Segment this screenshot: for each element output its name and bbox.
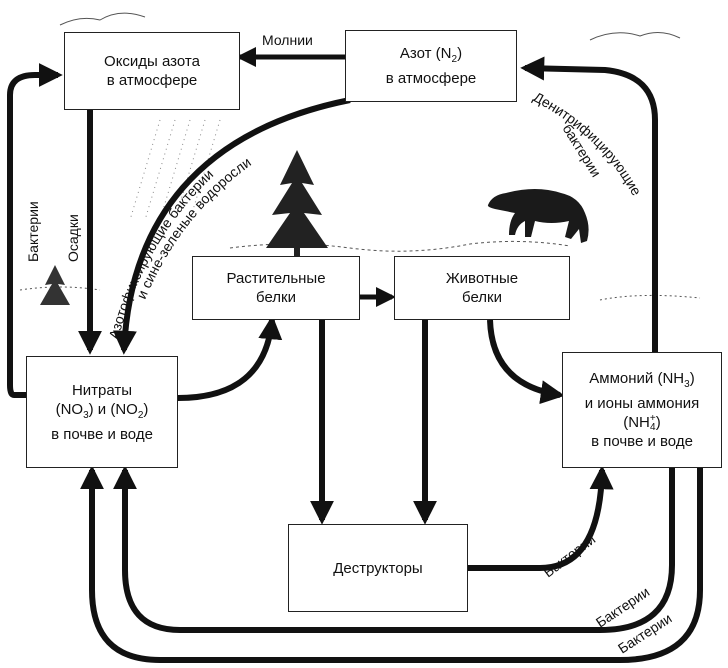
label-bacteria-left: Бактерии bbox=[25, 201, 41, 262]
box-animal-line1: Животные bbox=[445, 270, 519, 287]
box-plant-line1: Растительные bbox=[226, 270, 326, 287]
arrow-nitrates-to-oxides-bacteria bbox=[6, 63, 63, 398]
box-animal-line2: белки bbox=[462, 289, 502, 306]
box-animal-proteins: Животные белки bbox=[394, 256, 570, 320]
box-nitrates-line1: Нитраты bbox=[71, 381, 133, 399]
box-destructors: Деструкторы bbox=[288, 524, 468, 612]
box-plant-line2: белки bbox=[256, 289, 296, 306]
label-precipitation: Осадки bbox=[65, 214, 81, 262]
box-nitrogen-line2: в атмосфере bbox=[385, 70, 477, 87]
label-bacteria-destructors-path: Бактерии bbox=[540, 531, 598, 580]
label-lightning: Молнии bbox=[262, 32, 313, 48]
arrow-destructors-to-ammonium bbox=[468, 465, 614, 571]
box-oxides-line2: в атмосфере bbox=[106, 72, 198, 89]
box-ammonium: Аммоний (NH3) и ионы аммония (NH+4) в по… bbox=[562, 352, 722, 468]
bear-icon bbox=[487, 189, 589, 243]
box-ammonium-line1: Аммоний (NH3) bbox=[589, 369, 695, 390]
box-nitrogen-line1: Азот (N2) bbox=[399, 45, 463, 65]
box-atmospheric-nitrogen: Азот (N2) в атмосфере bbox=[345, 30, 517, 102]
box-nitrates-line3: в почве и воде bbox=[51, 425, 153, 443]
arrow-ammonium-to-nitrates-inner bbox=[113, 465, 675, 633]
cycle-arrows bbox=[6, 47, 703, 663]
arrow-animal-to-ammonium bbox=[487, 319, 565, 405]
small-tree-icon bbox=[40, 265, 70, 305]
box-oxides-line1: Оксиды азота bbox=[104, 53, 200, 70]
tree-icon bbox=[266, 150, 328, 258]
box-ammonium-line4: в почве и воде bbox=[591, 433, 693, 451]
box-plant-proteins: Растительные белки bbox=[192, 256, 360, 320]
box-nitrates-line2: (NO3) и (NO2) bbox=[55, 400, 149, 421]
box-destructors-label: Деструкторы bbox=[333, 559, 423, 577]
box-ammonium-line2: и ионы аммония bbox=[584, 394, 700, 412]
label-bacteria-destructors: Бактерии bbox=[540, 531, 598, 580]
box-ammonium-line3: (NH+4) bbox=[623, 413, 661, 434]
arrow-nitrates-to-plant bbox=[177, 315, 283, 401]
arrow-nitrogen-to-nitrates-fixing bbox=[112, 97, 351, 355]
box-nitrogen-oxides: Оксиды азота в атмосфере bbox=[64, 32, 240, 110]
arrow-ammonium-to-nitrogen bbox=[520, 56, 658, 352]
arrow-ammonium-to-nitrates-outer bbox=[80, 465, 703, 663]
box-nitrates: Нитраты (NO3) и (NO2) в почве и воде bbox=[26, 356, 178, 468]
